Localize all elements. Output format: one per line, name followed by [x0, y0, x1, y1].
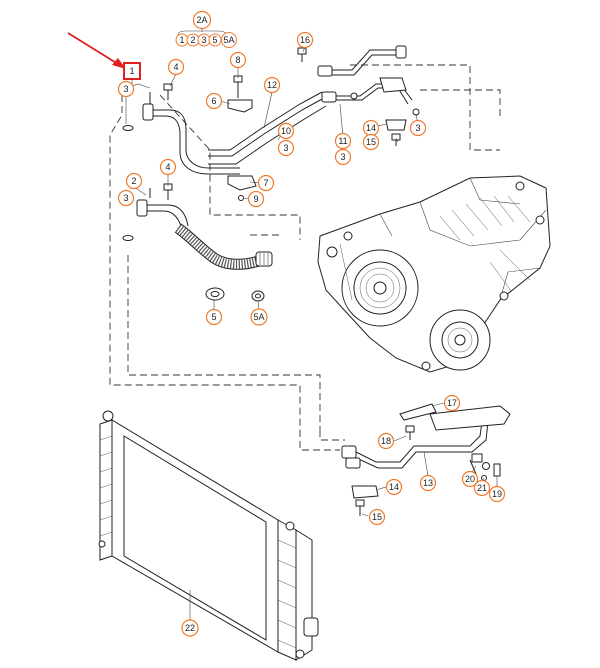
callout-14-upper[interactable]: 14 — [362, 119, 380, 137]
callouts: 4 3 8 6 12 10 3 16 11 3 14 15 3 7 9 4 2 … — [117, 31, 506, 637]
svg-text:11: 11 — [338, 136, 347, 146]
svg-text:3: 3 — [283, 143, 288, 153]
group-items: 1 2 3 5 5A — [175, 32, 237, 48]
svg-text:5: 5 — [211, 312, 216, 322]
svg-text:2A: 2A — [196, 15, 207, 25]
svg-text:14: 14 — [389, 482, 399, 492]
routing-lines — [109, 64, 501, 451]
cooler-pipes-lower — [341, 403, 511, 499]
svg-text:21: 21 — [477, 483, 487, 493]
group-item-3: 3 — [201, 35, 206, 45]
svg-text:10: 10 — [281, 126, 291, 136]
svg-text:15: 15 — [366, 137, 376, 147]
callout-2[interactable]: 2 — [125, 172, 143, 190]
callout-9[interactable]: 9 — [247, 190, 265, 208]
callout-8[interactable]: 8 — [229, 51, 247, 69]
svg-text:16: 16 — [300, 35, 310, 45]
svg-text:22: 22 — [185, 623, 195, 633]
svg-text:3: 3 — [415, 123, 420, 133]
callout-22[interactable]: 22 — [181, 619, 199, 637]
group-item-5a: 5A — [223, 35, 234, 45]
callout-14-lower[interactable]: 14 — [385, 478, 403, 496]
highlight-arrow — [67, 32, 126, 69]
callout-3-mid-left[interactable]: 3 — [117, 189, 135, 207]
svg-text:17: 17 — [447, 398, 457, 408]
callout-3-top-left[interactable]: 3 — [117, 80, 135, 98]
svg-text:7: 7 — [263, 178, 268, 188]
callout-11[interactable]: 11 — [334, 132, 352, 150]
braided-hose — [174, 223, 273, 270]
callout-15-upper[interactable]: 15 — [362, 133, 380, 151]
cooler-pipes-upper — [122, 92, 240, 241]
brackets-upper — [227, 99, 257, 201]
group-item-1: 1 — [179, 35, 184, 45]
svg-text:8: 8 — [235, 55, 240, 65]
callout-12[interactable]: 12 — [263, 76, 281, 94]
radiator — [98, 410, 319, 661]
callout-19[interactable]: 19 — [488, 485, 506, 503]
group-item-2: 2 — [190, 35, 195, 45]
group-header-2a: 2A 1 2 3 5 5A — [175, 10, 237, 48]
svg-text:2: 2 — [131, 176, 136, 186]
svg-text:14: 14 — [366, 123, 376, 133]
callout-6[interactable]: 6 — [205, 92, 223, 110]
callout-5a[interactable]: 5A — [250, 308, 268, 326]
svg-text:6: 6 — [211, 96, 216, 106]
svg-text:18: 18 — [381, 436, 391, 446]
cooler-pipes-top — [208, 45, 420, 165]
callout-13[interactable]: 13 — [419, 474, 437, 492]
callout-4-mid[interactable]: 4 — [159, 158, 177, 176]
callout-18[interactable]: 18 — [377, 432, 395, 450]
callout-1-highlighted[interactable]: 1 — [123, 62, 151, 89]
callout-21[interactable]: 21 — [473, 479, 491, 497]
svg-text:4: 4 — [165, 162, 170, 172]
svg-text:12: 12 — [267, 80, 277, 90]
seals — [205, 287, 265, 302]
svg-text:9: 9 — [253, 194, 258, 204]
svg-text:19: 19 — [492, 489, 502, 499]
callout-10[interactable]: 10 — [277, 122, 295, 140]
callout-7[interactable]: 7 — [257, 174, 275, 192]
callout-3-upper-right[interactable]: 3 — [334, 148, 352, 166]
callout-3-far-right[interactable]: 3 — [409, 119, 427, 137]
svg-text:3: 3 — [123, 193, 128, 203]
callout-17[interactable]: 17 — [443, 394, 461, 412]
svg-text:13: 13 — [423, 478, 433, 488]
svg-text:15: 15 — [372, 512, 382, 522]
callout-20[interactable]: 20 — [461, 470, 479, 488]
svg-text:4: 4 — [173, 62, 178, 72]
callout-16[interactable]: 16 — [296, 31, 314, 49]
svg-text:20: 20 — [465, 474, 475, 484]
callout-3-upper-mid[interactable]: 3 — [277, 139, 295, 157]
group-item-5: 5 — [212, 35, 217, 45]
callout-2a[interactable]: 2A — [192, 10, 212, 30]
svg-text:5A: 5A — [253, 312, 264, 322]
callout-15-lower[interactable]: 15 — [368, 508, 386, 526]
svg-text:3: 3 — [340, 152, 345, 162]
transmission — [317, 175, 551, 373]
svg-text:1: 1 — [129, 66, 134, 76]
svg-text:3: 3 — [123, 84, 128, 94]
callout-5[interactable]: 5 — [205, 308, 223, 326]
callout-4-top[interactable]: 4 — [167, 58, 185, 76]
